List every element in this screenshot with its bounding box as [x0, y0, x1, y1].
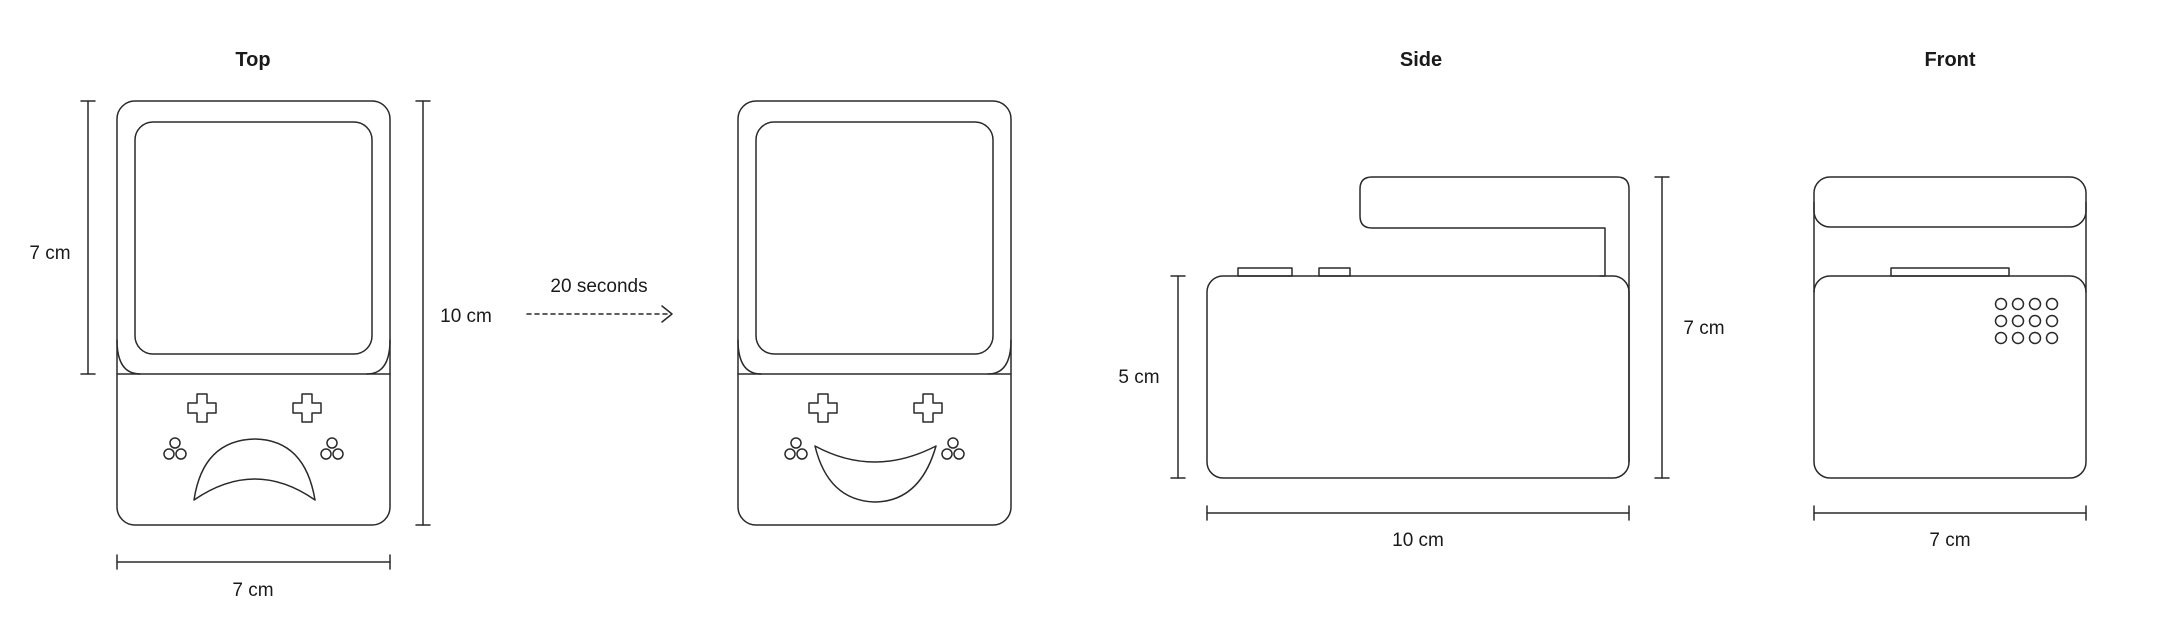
button-dot: [175, 448, 187, 460]
side-height-label: 5 cm: [1118, 367, 1159, 388]
screen: [755, 121, 994, 355]
button-dot: [947, 437, 959, 449]
front-body: [1813, 275, 2087, 479]
device-top-sad: [116, 100, 391, 526]
dpad-left-icon: [187, 393, 217, 423]
dimension-front-width: 7 cm: [1813, 505, 2087, 551]
button-dot: [953, 448, 965, 460]
transition: 20 seconds: [526, 276, 673, 323]
top-total-height-label: 10 cm: [440, 306, 492, 327]
buttons-left: [163, 437, 187, 460]
dpad-left-icon: [808, 393, 838, 423]
dimension-top-total-height: 10 cm: [415, 100, 492, 526]
top-view-title: Top: [235, 49, 270, 71]
button-dot: [790, 437, 802, 449]
device-body: [116, 100, 391, 526]
dimension-side-width: 10 cm: [1206, 505, 1630, 551]
side-total-height-label: 7 cm: [1683, 318, 1724, 339]
buttons-left: [784, 437, 808, 460]
top-view: Top 7 cm: [29, 49, 491, 601]
sad-mouth-icon: [193, 438, 316, 501]
front-top-button: [1890, 267, 2010, 277]
button-dot: [332, 448, 344, 460]
front-handle: [1813, 176, 2087, 228]
button-dot: [163, 448, 175, 460]
side-width-label: 10 cm: [1392, 530, 1444, 551]
device-front: [1813, 176, 2087, 479]
side-button-small: [1318, 267, 1351, 277]
dpad-right-icon: [913, 393, 943, 423]
body-divider-curve-right: [987, 339, 1012, 375]
device-top-happy: [737, 100, 1012, 526]
dimension-side-total-height: 7 cm: [1654, 176, 1725, 479]
front-width-label: 7 cm: [1929, 530, 1970, 551]
speaker-grille-icon: [1994, 297, 2059, 345]
button-dot: [796, 448, 808, 460]
arrow-head-icon: [661, 305, 673, 323]
body-divider-curve-left: [116, 339, 141, 375]
top-height-label: 7 cm: [29, 243, 70, 264]
dimension-side-height: 5 cm: [1118, 275, 1186, 479]
buttons-right: [320, 437, 344, 460]
body-divider-curve-right: [366, 339, 391, 375]
dimension-top-height: 7 cm: [29, 100, 96, 375]
side-view: Side 5 cm 7 cm 10 cm: [1118, 49, 1724, 551]
side-button-large: [1237, 267, 1293, 277]
device-body: [737, 100, 1012, 526]
body-divider-curve-left: [737, 339, 762, 375]
button-dot: [320, 448, 332, 460]
dimension-top-width: 7 cm: [116, 554, 391, 601]
front-view: Front 7 cm: [1813, 49, 2087, 551]
device-side: [1206, 176, 1630, 479]
happy-mouth-icon: [814, 445, 937, 503]
side-handle: [1359, 176, 1630, 463]
screen: [134, 121, 373, 355]
buttons-right: [941, 437, 965, 460]
button-dot: [941, 448, 953, 460]
button-dot: [169, 437, 181, 449]
button-dot: [326, 437, 338, 449]
side-view-title: Side: [1400, 49, 1442, 71]
top-width-label: 7 cm: [232, 580, 273, 601]
button-dot: [784, 448, 796, 460]
transition-label: 20 seconds: [550, 276, 647, 297]
front-view-title: Front: [1924, 49, 1975, 71]
dpad-right-icon: [292, 393, 322, 423]
side-body: [1206, 275, 1630, 479]
